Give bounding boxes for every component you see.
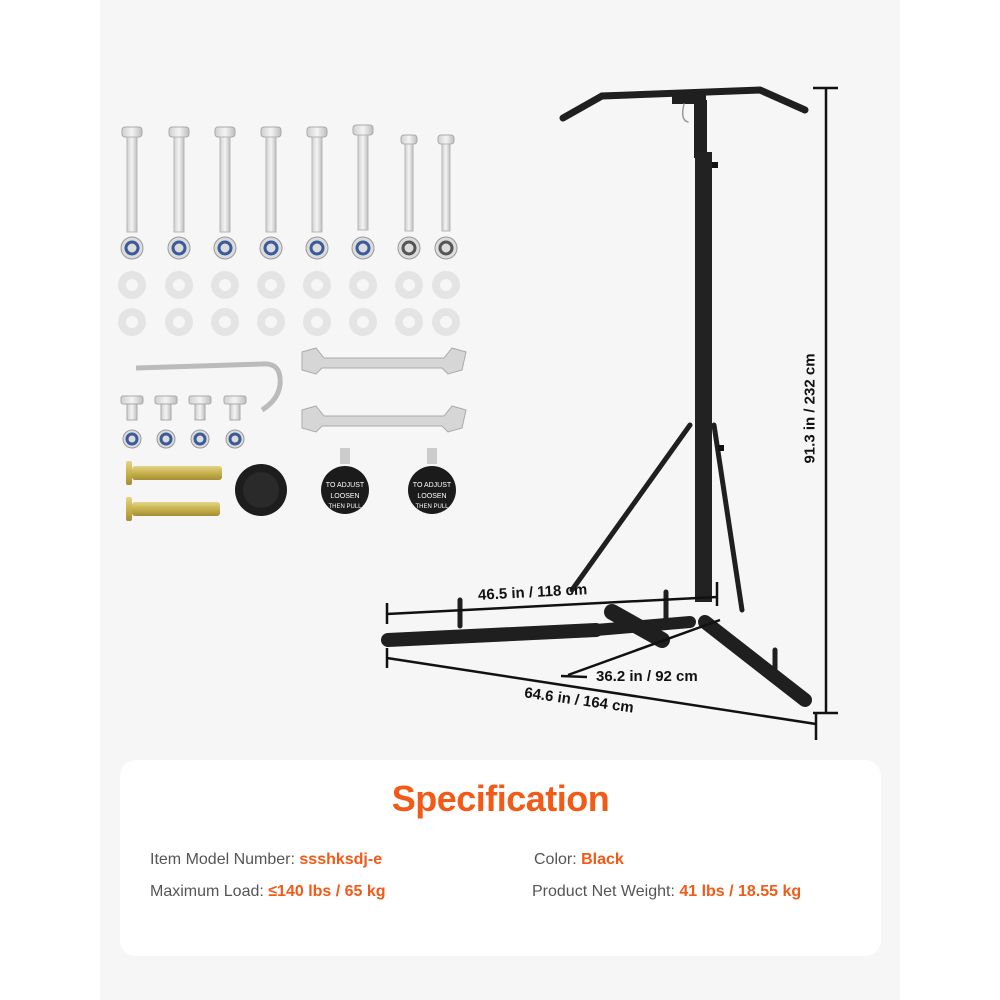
spec-color: Color: Black (534, 851, 624, 869)
wrenches-icon (301, 347, 467, 433)
specification-card: Specification Item Model Number: ssshksd… (120, 760, 881, 956)
spec-value: 41 lbs / 18.55 kg (679, 883, 802, 900)
hook-icon (135, 361, 283, 413)
short-lock-nuts-icon (122, 429, 245, 449)
svg-text:LOOSEN: LOOSEN (417, 493, 446, 500)
spec-label: Item Model Number: (150, 851, 300, 868)
pull-pin-icon: TO ADJUST LOOSEN THEN PULL (321, 448, 369, 514)
spec-label: Color: (534, 851, 582, 868)
dimension-depth: 36.2 in / 92 cm (596, 668, 698, 685)
washers-icon (118, 271, 460, 336)
long-bolts-icon (121, 124, 455, 233)
dimension-lines (385, 86, 838, 740)
spec-max-load: Maximum Load: ≤140 lbs / 65 kg (150, 883, 386, 901)
svg-text:THEN PULL: THEN PULL (328, 504, 362, 510)
svg-text:THEN PULL: THEN PULL (415, 504, 449, 510)
specification-title: Specification (391, 778, 610, 819)
svg-text:LOOSEN: LOOSEN (330, 493, 359, 500)
lock-nuts-icon (120, 236, 458, 260)
svg-text:TO ADJUST: TO ADJUST (413, 482, 452, 489)
spec-value: ssshksdj-e (299, 851, 383, 868)
star-knob-icon (235, 464, 287, 516)
product-illustration: TO ADJUST LOOSEN THEN PULL TO ADJUST LOO… (118, 86, 838, 740)
punching-bag-stand-icon (381, 86, 812, 707)
expansion-bolts-icon (126, 461, 222, 521)
spec-net-weight: Product Net Weight: 41 lbs / 18.55 kg (532, 883, 801, 901)
dimension-height: 91.3 in / 232 cm (801, 353, 819, 464)
spec-value: Black (581, 851, 624, 868)
svg-text:TO ADJUST: TO ADJUST (326, 482, 365, 489)
spec-model-number: Item Model Number: ssshksdj-e (150, 851, 382, 869)
short-bolts-icon (120, 395, 247, 421)
pull-pin-icon: TO ADJUST LOOSEN THEN PULL (408, 448, 456, 514)
spec-label: Maximum Load: (150, 883, 269, 900)
spec-label: Product Net Weight: (532, 883, 680, 900)
spec-value: ≤140 lbs / 65 kg (268, 883, 386, 900)
